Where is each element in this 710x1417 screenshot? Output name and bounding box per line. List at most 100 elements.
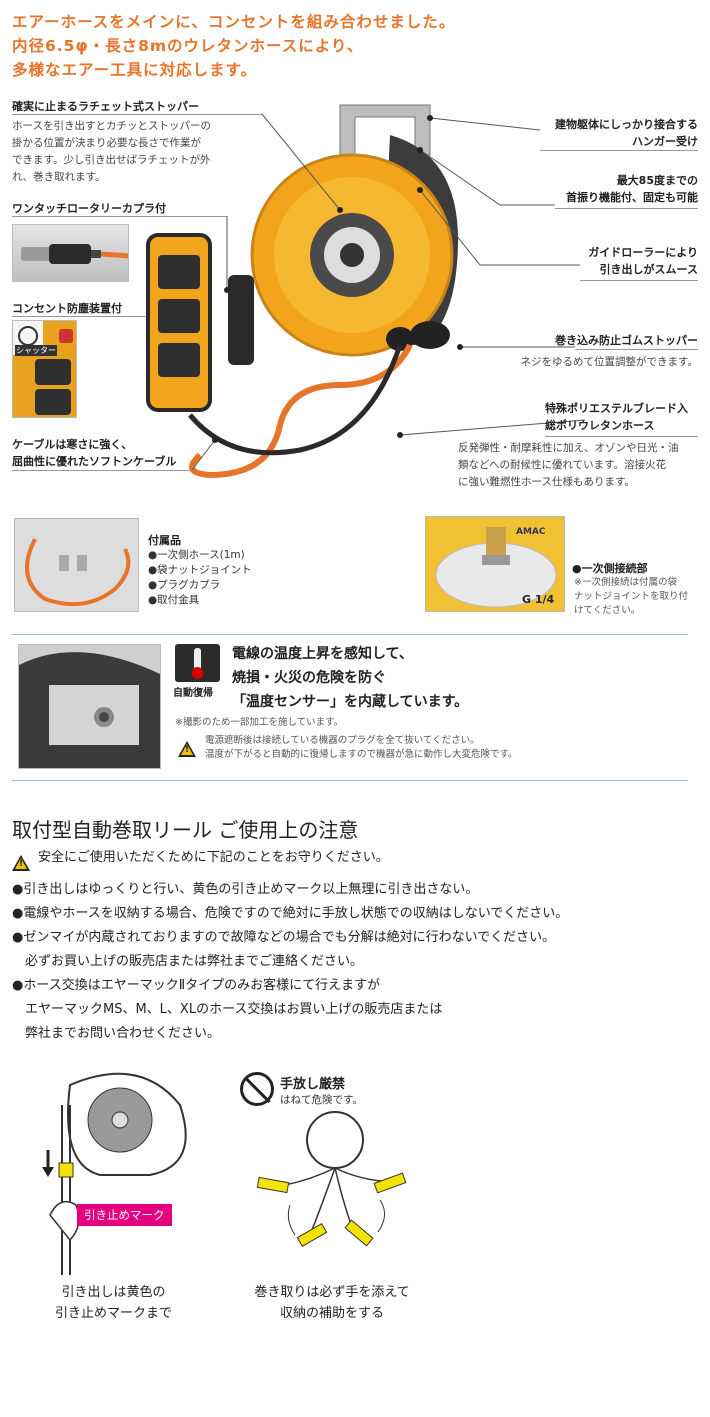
primary-title: ●一次側接続部 [572,562,648,575]
sensor-warning-line: 電源遮断後は接続している機器のプラグを全て抜いてください。 [205,735,480,746]
hose-desc-line: 類などへの耐候性に優れています。溶接火花 [458,459,667,471]
accessories-list: ●一次側ホース(1m) ●袋ナットジョイント ●プラグカプラ ●取付金具 [148,548,252,608]
hose-desc-line: 反発弾性・耐摩耗性に加え、オゾンや日光・油 [458,442,679,454]
hose-rule [545,436,698,437]
hose-desc-line: に強い難燃性ホース仕様もあります。 [458,476,635,488]
roller-label: ガイドローラーにより 引き出しがスムース [588,244,698,278]
ratchet-title: 確実に止まるラチェット式ストッパー [12,100,199,113]
headline-line-2: 内径6.5φ・長さ8mのウレタンホースにより、 [12,37,364,55]
right-caption-line: 巻き取りは必ず手を添えて [254,1285,410,1300]
sensor-photo [18,644,161,769]
sensor-line: 「温度センサー」を内蔵しています。 [232,690,468,714]
hanger-label: 建物躯体にしっかり接合する ハンガー受け [555,116,698,150]
caution-intro: 安全にご使用いただくために下記のことをお守りください。 [38,850,389,865]
caution-item: ●ホース交換はエヤーマックⅡタイプのみお客様にて行えますが [12,978,381,993]
right-caption-line: 収納の補助をする [279,1306,384,1321]
sensor-warning-line: 温度が下がると自動的に復帰しますので機器が急に動作し大変危険です。 [205,749,518,760]
sensor-headline: 電線の温度上昇を感知して、 焼損・火災の危険を防ぐ 「温度センサー」を内蔵してい… [232,642,468,714]
coupler-photo [12,224,129,282]
cable-title-line: ケーブルは寒さに強く、 [12,438,133,451]
left-caption: 引き出しは黄色の 引き止めマークまで [26,1282,201,1324]
prohibit-title: 手放し厳禁 [280,1077,346,1092]
caution-title: 取付型自動巻取リール ご使用上の注意 [12,818,359,842]
outlet-photo: シャッター [12,320,77,418]
brand-label: AMAC [516,527,546,537]
right-caption: 巻き取りは必ず手を添えて 収納の補助をする [232,1282,432,1324]
auto-recover-label: 自動復帰 [173,688,213,699]
accessories-image [25,538,131,607]
sensor-line: 電線の温度上昇を感知して、 [232,646,413,662]
swivel-label: 最大85度までの 首振り機能付、固定も可能 [566,172,698,206]
coupler-title: ワンタッチロータリーカプラ付 [12,202,166,215]
primary-note-line: けてください。 [574,605,641,616]
caution-item: ●電線やホースを収納する場合、危険ですので絶対に手放し状態での収納はしないでくだ… [12,906,569,921]
sensor-bracket-open: 「 [232,694,246,710]
sensor-strong: 温度センサー [246,694,330,710]
ratchet-desc-line: 掛かる位置が決まり必要な長さで作業が [12,137,201,149]
caution-item: ●引き出しはゆっくりと行い、黄色の引き止めマーク以上無理に引き出さない。 [12,882,479,897]
accessory-item: ●袋ナットジョイント [148,564,252,576]
caution-item: エヤーマックMS、M、L、XLのホース交換はお買い上げの販売店または [12,1002,443,1017]
left-caption-line: 引き出しは黄色の [61,1285,166,1300]
roller-label-line: 引き出しがスムース [599,263,698,276]
stop-mark-label: 引き止めマーク [77,1204,172,1226]
outlet-rule [12,316,147,317]
ratchet-desc-line: できます。少し引き出せばラチェットが外 [12,154,211,166]
g14-label: G 1/4 [522,593,555,606]
headline: エアーホースをメインに、コンセントを組み合わせました。 内径6.5φ・長さ8mの… [12,10,455,82]
stopper-title: 巻き込み防止ゴムストッパー [555,334,698,347]
swivel-rule [555,208,698,209]
hanger-label-line: 建物躯体にしっかり接合する [555,118,698,131]
caution-item: 必ずお買い上げの販売店または弊社までご連絡ください。 [12,954,364,969]
pull-out-illustration [42,1072,187,1275]
cable-title: ケーブルは寒さに強く、 屈曲性に優れたソフトンケーブル [12,436,176,470]
hose-title-line: 特殊ポリエステルブレード入 [545,402,688,415]
cable-rule [12,470,192,471]
hanger-label-line: ハンガー受け [632,135,698,148]
coupler-image [21,244,128,264]
ratchet-desc-line: ホースを引き出すとカチッとストッパーの [12,120,211,132]
sensor-bottom-divider [12,780,688,781]
roller-label-line: ガイドローラーにより [588,246,698,259]
left-caption-line: 引き止めマークまで [54,1306,172,1321]
thermometer-glyph [191,648,204,679]
swivel-label-line: 最大85度までの [616,174,698,187]
primary-note-line: ナットジョイントを取り付 [574,591,689,602]
sensor-warning: 電源遮断後は接続している機器のプラグを全て抜いてください。 温度が下がると自動的… [205,734,518,762]
primary-note: ※一次側接続は付属の袋 ナットジョイントを取り付 けてください。 [574,576,688,618]
prohibit-icon [240,1072,274,1106]
hose-title-line: 総ポリウレタンホース [545,419,655,432]
shutter-badge: シャッター [15,345,57,356]
primary-note-line: ※一次側接続は付属の袋 [574,577,677,588]
outlet-image [13,321,73,415]
primary-connection-image [435,527,557,608]
caution-item: 弊社までお問い合わせください。 [12,1026,221,1041]
outlet-title: コンセント防塵装置付 [12,302,122,315]
ratchet-desc: ホースを引き出すとカチッとストッパーの 掛かる位置が決まり必要な長さで作業が で… [12,118,262,186]
hanger-rule [540,150,698,151]
stopper-desc: ネジをゆるめて位置調整ができます。 [520,356,698,368]
prohibit-subtitle: はねて危険です。 [280,1094,363,1106]
leader-lines [191,113,586,471]
sensor-line-tail: 」を内蔵しています。 [330,694,469,710]
primary-connection-photo: AMAC G 1/4 [425,516,565,612]
caution-item: ●ゼンマイが内蔵されておりますので故障などの場合でも分解は絶対に行わないでくださ… [12,930,556,945]
coupler-rule [12,216,227,217]
warning-icon: ! [178,738,196,757]
roller-rule [580,280,698,281]
accessory-item: ●プラグカプラ [148,579,221,591]
sensor-photo-note: ※撮影のため一部加工を施しています。 [175,717,344,728]
hose-title: 特殊ポリエステルブレード入 総ポリウレタンホース [545,400,688,434]
caution-list: ●引き出しはゆっくりと行い、黄色の引き止めマーク以上無理に引き出さない。 ●電線… [12,878,568,1046]
sensor-top-divider [12,634,688,635]
hands-off-illustration [256,1111,407,1248]
accessories-title: 付属品 [148,534,181,547]
reel-product-image [146,104,459,479]
thermometer-icon [175,644,220,682]
accessory-item: ●取付金具 [148,594,200,606]
accessory-item: ●一次側ホース(1m) [148,549,245,561]
ratchet-desc-line: れ、巻き取れます。 [12,171,106,183]
headline-line-3: 多様なエアー工具に対応します。 [12,61,258,79]
ratchet-rule [12,114,262,115]
sensor-image [19,652,160,768]
